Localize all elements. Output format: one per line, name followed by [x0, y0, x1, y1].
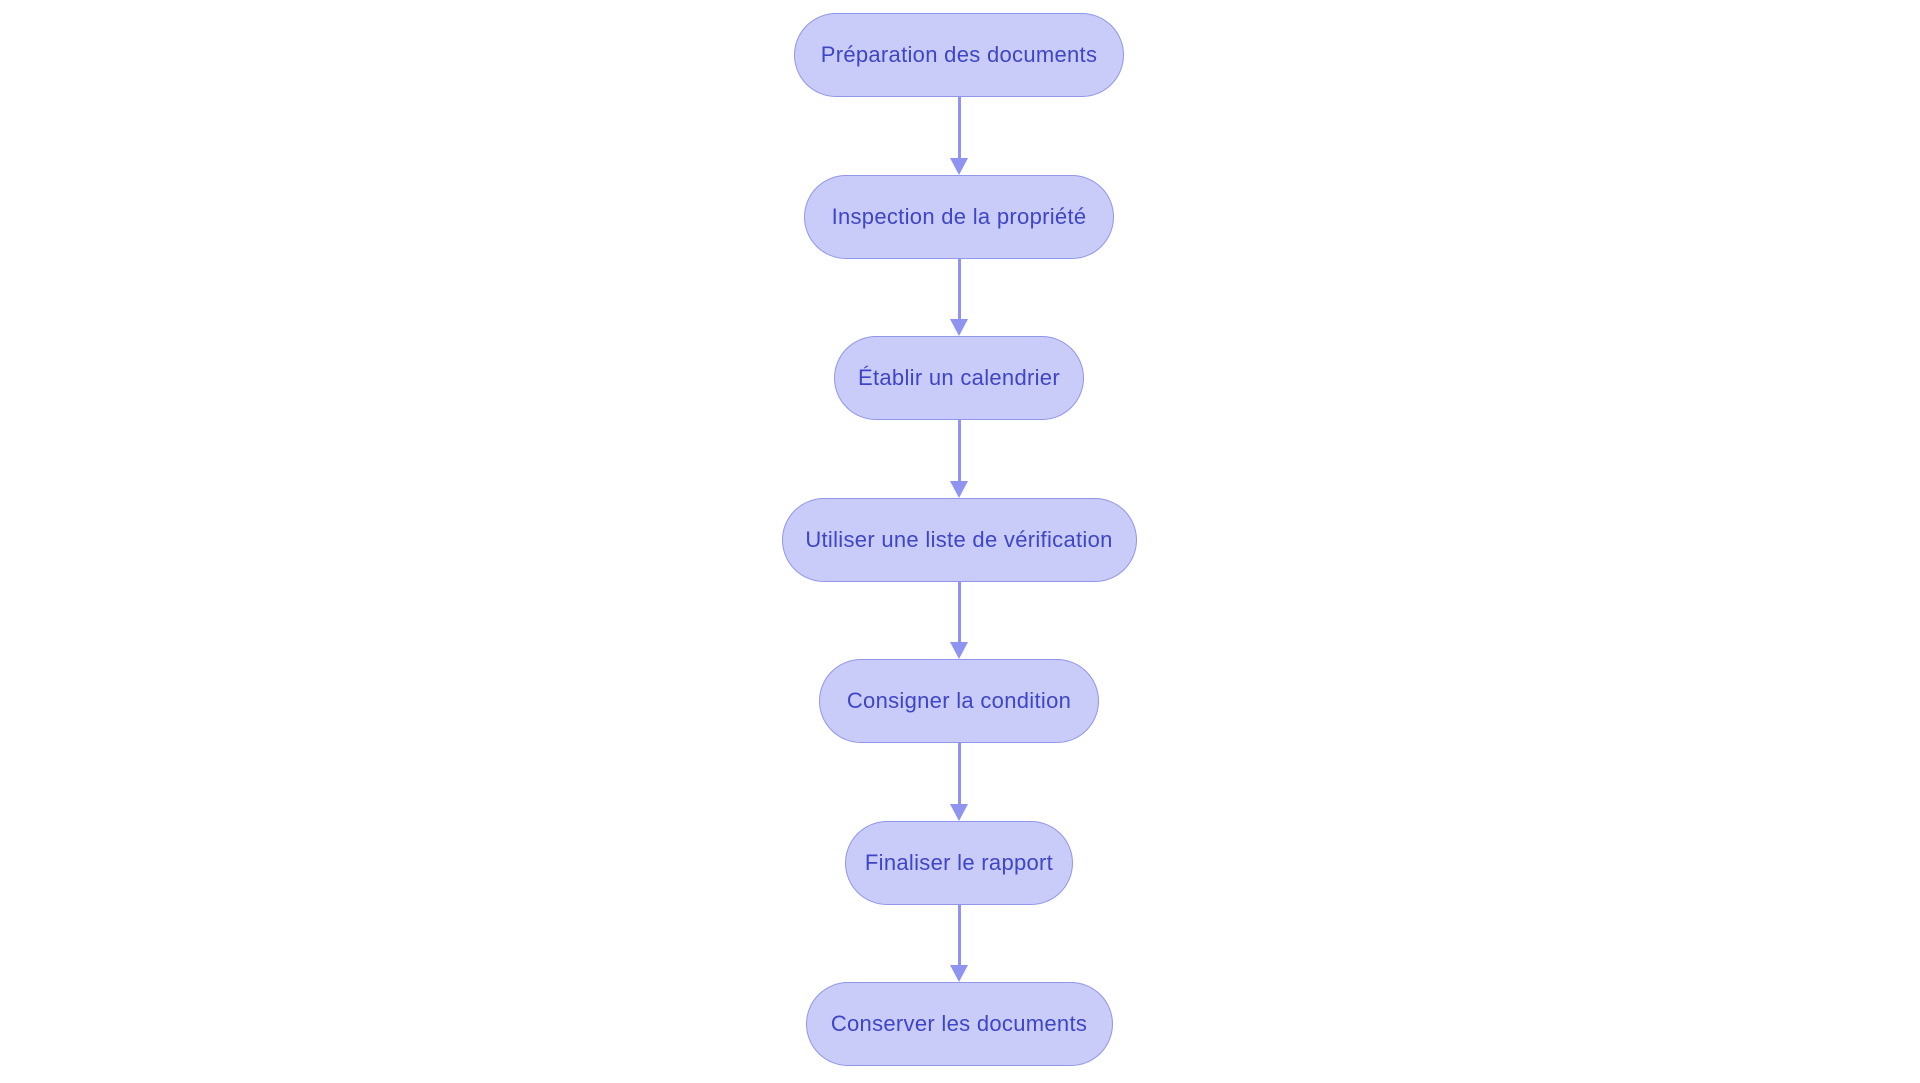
arrow-down-icon — [950, 319, 968, 336]
edge-line-step-6-step-7 — [957, 904, 961, 967]
arrow-down-icon — [950, 803, 968, 821]
edge-line-step-3-step-4 — [957, 420, 961, 483]
flow-node-step-5: Consigner la condition — [819, 659, 1099, 743]
flow-node-step-7: Conserver les documents — [805, 982, 1113, 1066]
arrow-down-icon — [950, 642, 968, 659]
arrow-down-icon — [950, 480, 968, 498]
flow-node-step-1: Préparation des documents — [794, 13, 1124, 97]
edge-line-step-1-step-2 — [957, 97, 961, 160]
flow-node-step-2: Inspection de la propriété — [804, 174, 1114, 259]
edge-line-step-4-step-5 — [957, 581, 961, 644]
edge-line-step-5-step-6 — [957, 743, 961, 806]
flow-node-step-4: Utiliser une liste de vérification — [781, 497, 1137, 582]
flow-node-step-3: Établir un calendrier — [834, 336, 1084, 420]
flow-node-step-6: Finaliser le rapport — [845, 820, 1073, 905]
arrow-down-icon — [950, 965, 968, 982]
edge-line-step-2-step-3 — [957, 258, 961, 321]
arrow-down-icon — [950, 157, 968, 175]
